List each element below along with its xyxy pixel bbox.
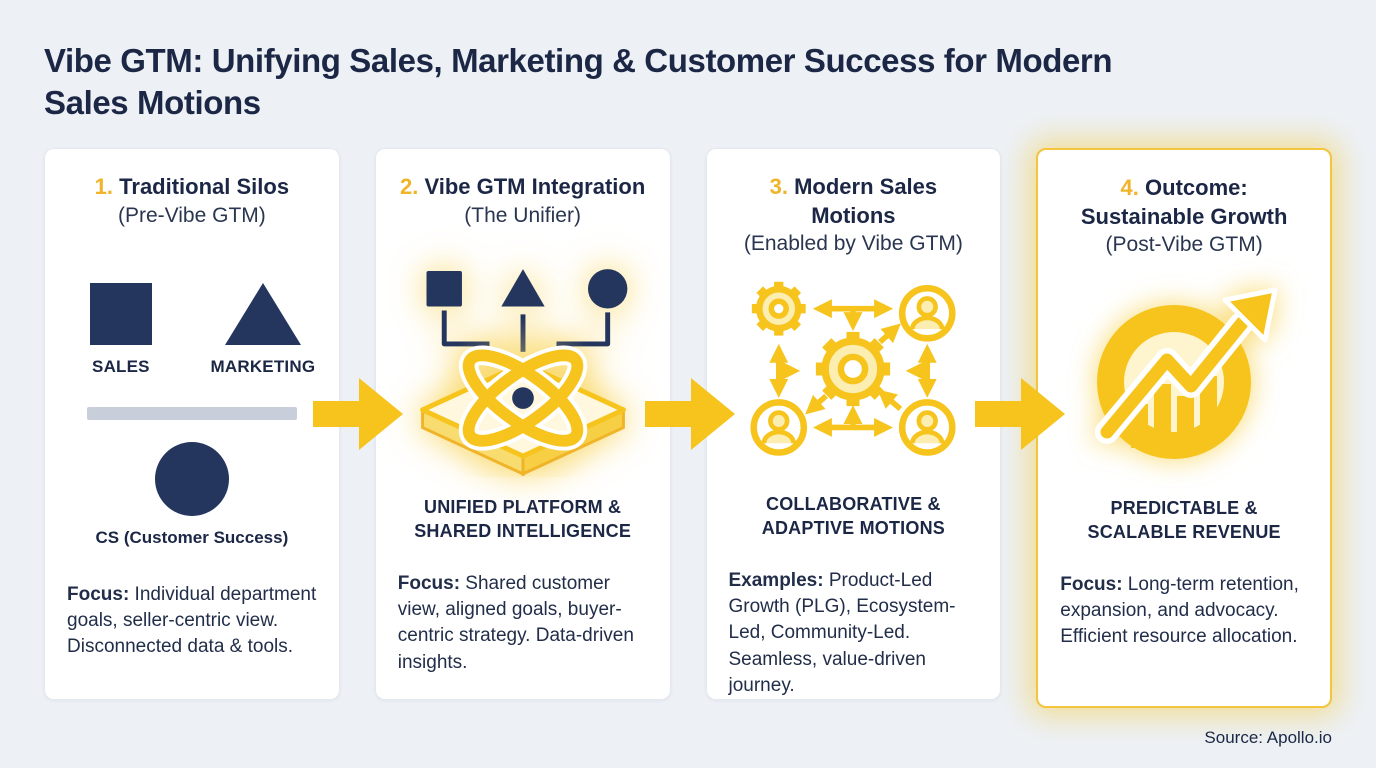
card-2-title: 2. Vibe GTM Integration [399, 174, 646, 199]
card-1-title: 1. Traditional Silos [94, 174, 290, 199]
mini-circle-icon [587, 269, 627, 309]
flow-arrow-icon [313, 373, 403, 455]
card-4-heading: 4. Outcome: Sustainable Growth (Post-Vib… [1059, 150, 1309, 262]
growth-arrow [1095, 287, 1278, 444]
card-2-body-label: Focus: [397, 573, 461, 594]
mini-square-icon [426, 271, 462, 307]
card-4-body: Focus: Long-term retention, expansion, a… [1060, 574, 1299, 648]
mini-triangle-icon [500, 269, 545, 307]
card-4-number: 4. [1120, 175, 1139, 200]
card-2-body: Focus: Shared customer view, aligned goa… [397, 573, 634, 673]
card-3-caption: COLLABORATIVE & ADAPTIVE MOTIONS [761, 493, 945, 539]
collaboration-network-icon [707, 260, 1001, 478]
card-3-body: Examples: Product-Led Growth (PLG), Ecos… [728, 569, 956, 696]
card-2-caption: UNIFIED PLATFORM & SHARED INTELLIGENCE [414, 496, 632, 541]
card-1-body: Focus: Individual department goals, sell… [67, 584, 317, 658]
card-2-heading: 2. Vibe GTM Integration (The Unifier) [398, 149, 648, 261]
card-1-subtitle: (Pre-Vibe GTM) [117, 203, 266, 227]
divider-bar [86, 407, 297, 420]
card-4-body-label: Focus: [1060, 574, 1123, 595]
page-title: Vibe GTM: Unifying Sales, Marketing & Cu… [44, 40, 1194, 123]
card-3-heading: 3. Modern Sales Motions (Enabled by Vibe… [728, 149, 978, 260]
card-2-subtitle: (The Unifier) [464, 203, 581, 227]
unified-platform-atom-icon [376, 261, 670, 481]
sales-label: SALES [92, 357, 150, 376]
card-3-number: 3. [769, 174, 788, 199]
small-gear-icon [752, 282, 807, 336]
person-icon [899, 285, 956, 343]
card-1-number: 1. [94, 174, 114, 199]
card-vibe-gtm-integration: 2. Vibe GTM Integration (The Unifier) [374, 148, 671, 700]
card-3-title: 3. Modern Sales Motions [769, 174, 938, 228]
card-outcome-sustainable-growth: 4. Outcome: Sustainable Growth (Post-Vib… [1036, 148, 1332, 708]
sales-square-icon [89, 283, 152, 345]
center-gear-icon [816, 332, 891, 407]
page-title-strong: Vibe GTM: [44, 42, 203, 79]
card-traditional-silos: 1. Traditional Silos (Pre-Vibe GTM) SALE… [44, 148, 340, 700]
marketing-triangle-icon [224, 283, 301, 345]
card-3-subtitle: (Enabled by Vibe GTM) [743, 232, 963, 256]
person-icon [899, 399, 956, 457]
card-modern-sales-motions: 3. Modern Sales Motions (Enabled by Vibe… [705, 148, 1002, 700]
card-1-body-label: Focus: [67, 584, 130, 605]
flow-arrow-icon [645, 373, 735, 455]
customer-success-label: CS (Customer Success) [95, 528, 289, 547]
customer-success-circle-icon [154, 442, 229, 516]
person-icon [750, 399, 808, 457]
atom-nucleus [511, 387, 534, 409]
source-attribution: Source: Apollo.io [1204, 728, 1332, 747]
growth-chart-arrow-icon [1038, 262, 1330, 482]
card-4-subtitle: (Post-Vibe GTM) [1105, 233, 1263, 257]
network-arrows [769, 299, 938, 438]
siloed-shapes-icon: SALES MARKETING CS (Customer Success) [45, 261, 339, 548]
marketing-label: MARKETING [210, 357, 316, 376]
card-4-title: 4. Outcome: Sustainable Growth [1080, 175, 1288, 229]
cards-row: 1. Traditional Silos (Pre-Vibe GTM) SALE… [44, 148, 1332, 708]
card-4-caption: PREDICTABLE & SCALABLE REVENUE [1087, 497, 1281, 542]
card-3-body-label: Examples: [728, 569, 824, 591]
card-1-heading: 1. Traditional Silos (Pre-Vibe GTM) [67, 149, 317, 261]
page-title-rest: Unifying Sales, Marketing & Customer Suc… [44, 42, 1113, 121]
flow-arrow-icon [975, 373, 1065, 455]
card-2-number: 2. [399, 174, 419, 199]
atom-icon [458, 345, 587, 451]
